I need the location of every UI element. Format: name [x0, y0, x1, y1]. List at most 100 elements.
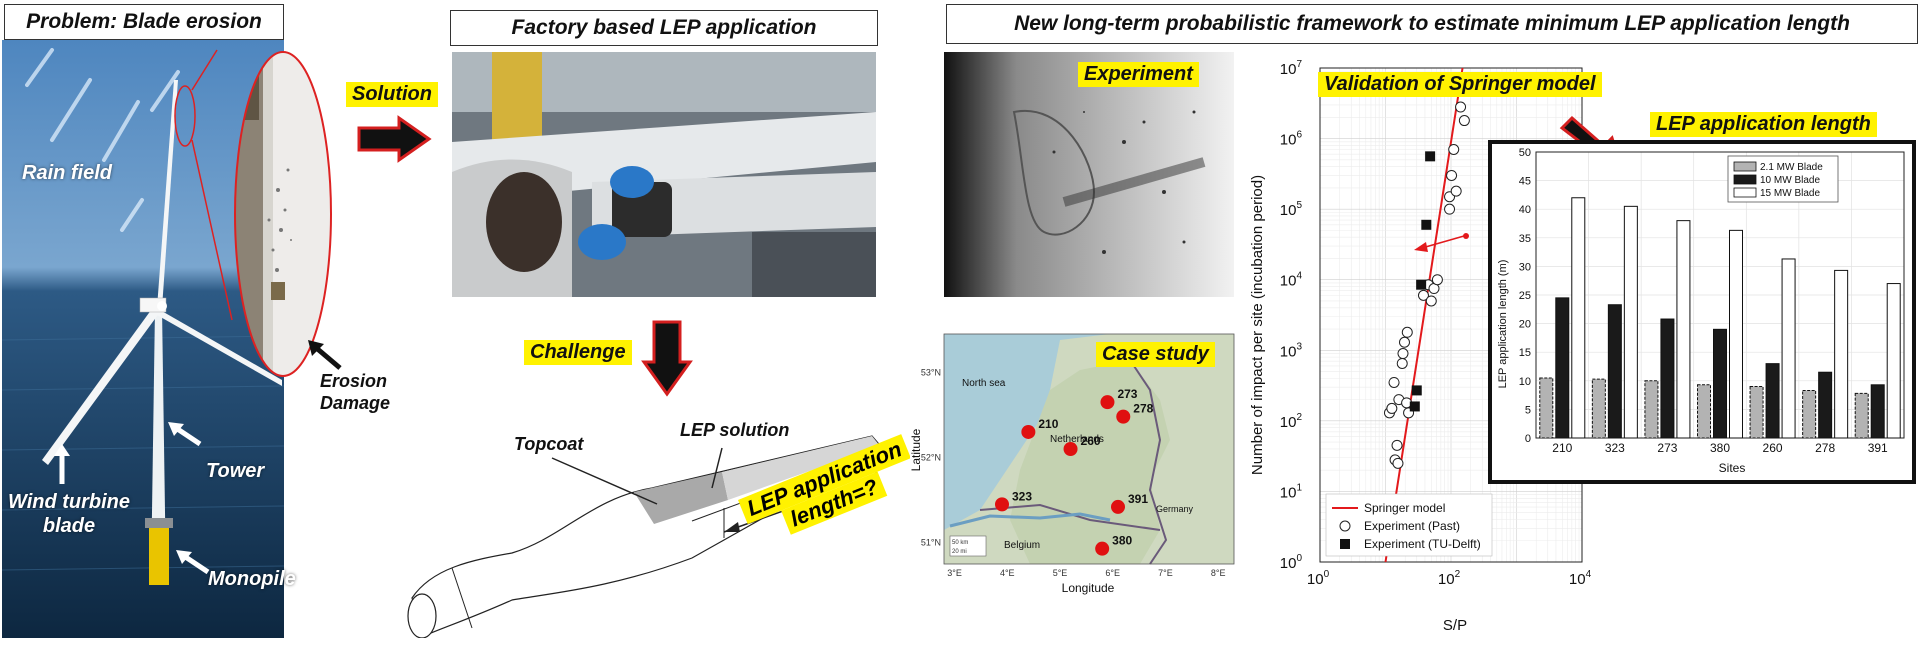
bar-15-mw-blade: [1676, 220, 1691, 439]
bar-ytick: 0: [1525, 433, 1531, 445]
erosion-arrow-icon: [306, 338, 346, 377]
bar-15-mw-blade: [1729, 229, 1743, 439]
bar-ytick: 10: [1519, 376, 1531, 388]
tower-label: Tower: [206, 460, 265, 482]
map-site-marker: [1116, 409, 1131, 424]
past-experiment-point: [1397, 348, 1409, 360]
scatter-xtick-exp: 2: [1455, 569, 1461, 580]
past-experiment-point: [1446, 169, 1458, 181]
tudelft-experiment-point: [1411, 385, 1422, 396]
lep-app-length-label: LEP application length: [1650, 112, 1877, 137]
legend-tudelft-swatch: [1340, 539, 1350, 549]
map-site-label: 380: [1112, 534, 1132, 548]
map-lon-tick: 4°E: [1000, 568, 1015, 578]
map-site-marker: [1095, 541, 1110, 556]
tudelft-experiment-point: [1409, 401, 1420, 412]
experiment-photo: [944, 52, 1234, 297]
bar-15-mw-blade: [1781, 258, 1796, 439]
scatter-legend-box: [1325, 493, 1493, 557]
map-site-marker: [1021, 424, 1036, 439]
bar-ytick: 40: [1519, 204, 1531, 216]
past-experiment-point: [1392, 457, 1404, 469]
past-experiment-point: [1417, 289, 1429, 301]
bar-15-mw-blade: [1886, 283, 1901, 439]
factory-title: Factory based LEP application: [450, 10, 878, 46]
bar-2-1-mw-blade: [1697, 384, 1711, 439]
bar-xtick: 391: [1868, 441, 1888, 455]
blade-diagram: [392, 428, 912, 639]
scatter-xtick-exp: 4: [1586, 569, 1592, 580]
map-lon-tick: 5°E: [1053, 568, 1068, 578]
scatter-ytick-exp: 3: [1296, 341, 1302, 352]
bar-10-mw-blade: [1818, 371, 1833, 439]
map-scale-km: 50 km: [952, 540, 968, 546]
bar-ytick: 35: [1519, 233, 1531, 245]
scatter-ytick: 105: [1280, 200, 1303, 219]
bar-ytick: 45: [1519, 176, 1531, 188]
past-experiment-point: [1425, 295, 1437, 307]
bar-10-mw-blade: [1713, 328, 1727, 439]
bar-xtick: 273: [1657, 441, 1677, 455]
scatter-ytick: 106: [1280, 130, 1303, 149]
map-scale-mi: 20 mi: [952, 549, 967, 555]
scatter-xtick: 100: [1307, 569, 1330, 588]
bar-2-1-mw-blade: [1644, 380, 1659, 439]
bar-xtick: 380: [1710, 441, 1730, 455]
past-experiment-point: [1450, 185, 1462, 197]
bar-10-mw-blade: [1870, 384, 1885, 439]
map-site-marker: [1100, 395, 1115, 410]
bar-15-mw-blade: [1571, 197, 1586, 439]
past-experiment-point: [1386, 402, 1398, 414]
tudelft-experiment-point: [1416, 279, 1427, 290]
bar-15-mw-blade: [1834, 269, 1849, 439]
map-xlabel: Longitude: [1062, 581, 1115, 595]
scatter-xtick: 102: [1438, 569, 1461, 588]
legend-past-label: Experiment (Past): [1364, 519, 1460, 533]
scatter-ytick: 100: [1280, 553, 1303, 572]
solution-arrow-icon: [355, 114, 435, 169]
past-experiment-point: [1396, 357, 1408, 369]
case-study-label: Case study: [1096, 342, 1215, 367]
tudelft-experiment-point: [1425, 151, 1436, 162]
turbine-photo: [2, 40, 284, 638]
scatter-ytick: 102: [1280, 412, 1303, 431]
bar-legend-label: 2.1 MW Blade: [1760, 162, 1823, 173]
scatter-ylabel: Number of impact per site (incubation pe…: [1249, 175, 1266, 475]
bar-2-1-mw-blade: [1802, 390, 1817, 439]
map-sea-label: North sea: [962, 378, 1006, 389]
scatter-ytick-exp: 2: [1296, 412, 1302, 423]
map-lon-tick: 6°E: [1105, 568, 1120, 578]
scatter-ytick-exp: 5: [1296, 200, 1302, 211]
scatter-ytick: 104: [1280, 271, 1303, 290]
map-lon-tick: 3°E: [947, 568, 962, 578]
bar-legend-label: 10 MW Blade: [1760, 175, 1820, 186]
map-de-label: Germany: [1156, 504, 1194, 514]
bar-ytick: 30: [1519, 261, 1531, 273]
scatter-ytick-exp: 0: [1296, 553, 1302, 564]
map-lat-tick: 51°N: [921, 538, 941, 548]
past-experiment-point: [1388, 376, 1400, 388]
rain-field-label: Rain field: [22, 162, 113, 184]
map-site-marker: [1063, 442, 1078, 456]
tudelft-experiment-point: [1421, 219, 1432, 230]
map-site-label: 260: [1081, 434, 1101, 448]
blade-arrow-icon: [52, 442, 72, 491]
bar-legend-label: 15 MW Blade: [1760, 188, 1820, 199]
scatter-ytick-exp: 1: [1296, 482, 1302, 493]
bar-legend-swatch: [1733, 161, 1757, 172]
erosion-zoom: [233, 50, 333, 378]
problem-title: Problem: Blade erosion: [4, 4, 284, 40]
scatter-ytick-exp: 6: [1296, 130, 1302, 141]
map-be-label: Belgium: [1004, 540, 1040, 551]
past-experiment-point: [1455, 101, 1467, 113]
bar-ylabel: LEP application length (m): [1497, 260, 1509, 389]
blade-label-line2: blade: [42, 515, 96, 537]
bar-2-1-mw-blade: [1854, 392, 1869, 439]
map-lon-tick: 8°E: [1211, 568, 1226, 578]
erosion-damage-label: Erosion Damage: [320, 370, 390, 414]
framework-title: New long-term probabilistic framework to…: [946, 4, 1918, 44]
bar-ytick: 50: [1519, 147, 1531, 159]
map-lat-tick: 52°N: [921, 453, 941, 463]
lep-solution-label: LEP solution: [680, 420, 790, 440]
factory-photo: [452, 52, 876, 297]
